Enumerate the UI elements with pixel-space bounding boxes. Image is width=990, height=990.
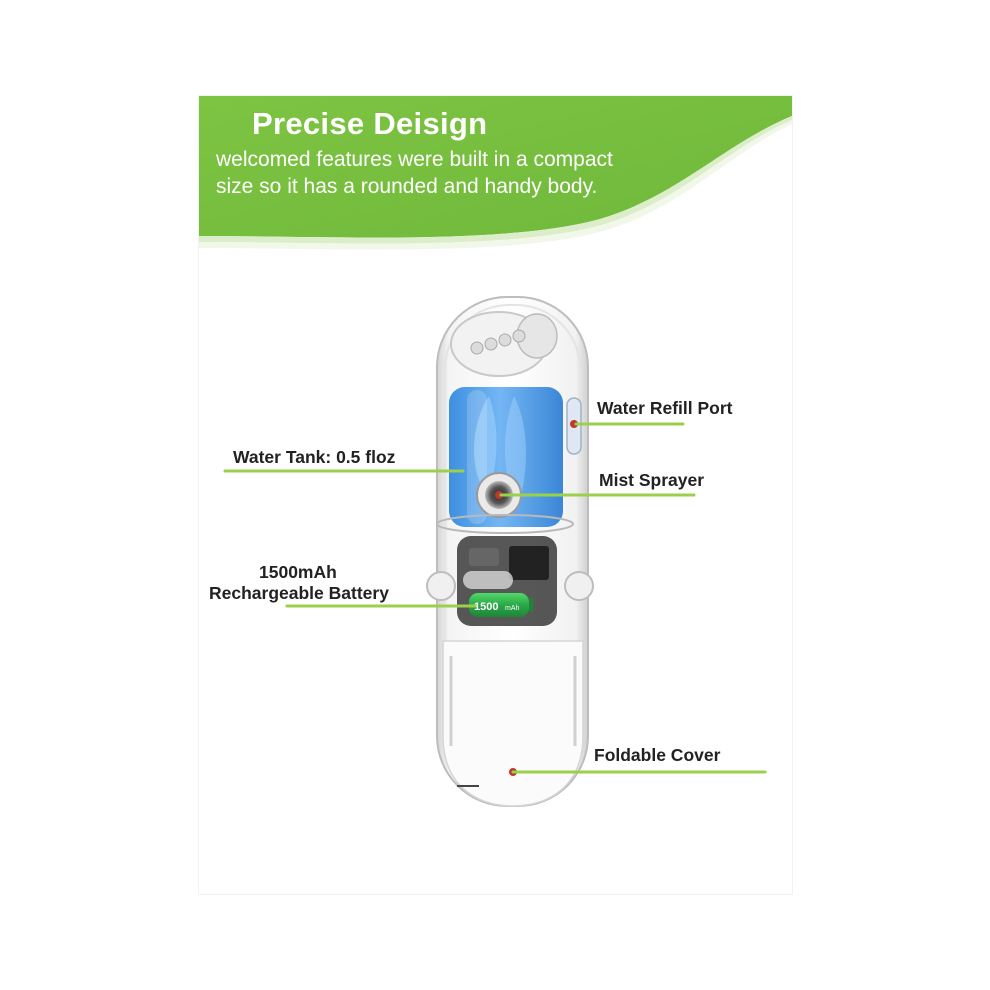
label-battery-capacity: 1500mAh bbox=[259, 562, 337, 582]
feature-banner: Precise Deisign welcomed features were b… bbox=[199, 96, 792, 266]
label-foldable-cover: Foldable Cover bbox=[594, 745, 721, 765]
foldable-cover bbox=[442, 640, 584, 807]
battery-unit-print: mAh bbox=[505, 605, 520, 612]
battery: 1500 mAh bbox=[469, 593, 533, 617]
mist-sprayer-illustration: 1500 mAh bbox=[223, 296, 767, 807]
mist-sprayer-nozzle bbox=[476, 472, 522, 518]
label-rechargeable-battery: Rechargeable Battery bbox=[209, 583, 389, 603]
label-mist-sprayer: Mist Sprayer bbox=[599, 470, 705, 490]
banner-title: Precise Deisign bbox=[252, 106, 488, 141]
callout-leaders bbox=[223, 422, 767, 774]
battery-capacity-print: 1500 bbox=[474, 601, 498, 613]
banner-description: welcomed features were built in a compac… bbox=[216, 148, 613, 198]
refill-port bbox=[566, 397, 582, 455]
product-image: Precise Deisign welcomed features were b… bbox=[198, 95, 793, 895]
tank-ring bbox=[436, 514, 574, 534]
label-water-tank: Water Tank: 0.5 floz bbox=[233, 447, 396, 467]
banner-background bbox=[199, 96, 792, 250]
label-water-refill-port: Water Refill Port bbox=[597, 398, 733, 418]
nozzle-head bbox=[450, 311, 558, 377]
